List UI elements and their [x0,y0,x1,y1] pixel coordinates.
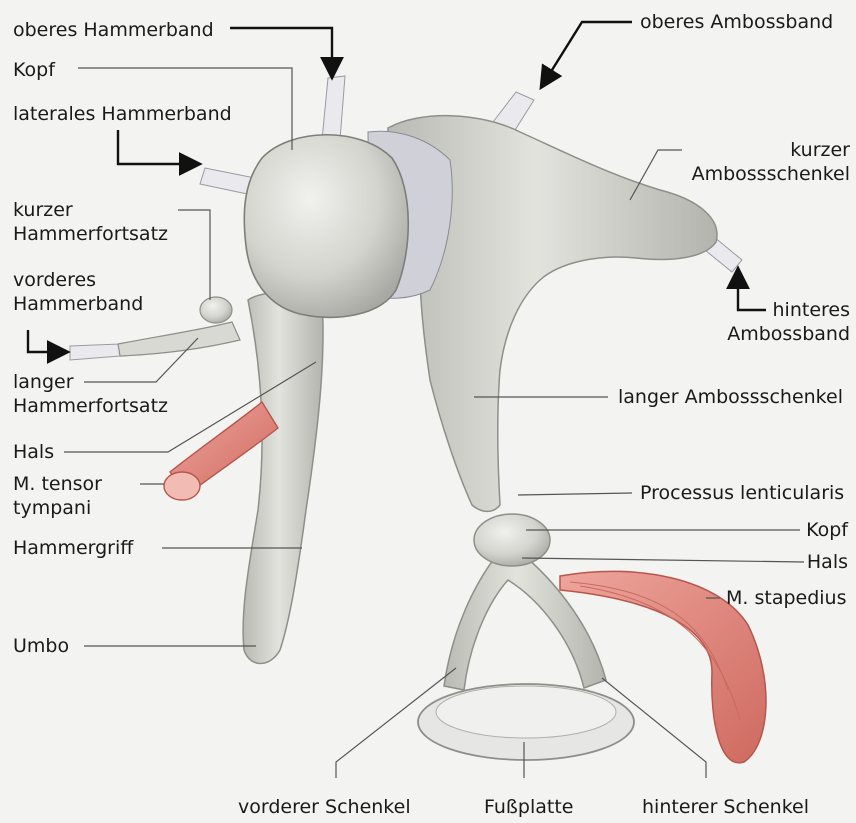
label-langer-hammerfortsatz-1: langer [13,370,74,394]
label-kurzer-ambossschenkel-1: kurzer [680,138,850,162]
label-fussplatte: Fußplatte [484,795,573,819]
arrow-oberes-ambossband [542,22,632,86]
tensor-tympani-cut [164,472,200,500]
arrow-oberes-hammerband [230,28,332,76]
label-hals-steigbuegel: Hals [760,550,848,574]
superior-malleal-ligament [322,76,345,140]
malleus-handle [243,293,323,664]
label-processus-lenticularis: Processus lenticularis [640,481,844,505]
label-m-tensor-1: M. tensor [13,472,102,496]
label-hammergriff: Hammergriff [13,536,133,560]
label-oberes-hammerband: oberes Hammerband [13,18,214,42]
arrow-laterales-hammerband [118,130,198,164]
label-hals-hammer: Hals [13,440,54,464]
label-kopf-hammer: Kopf [13,58,55,82]
label-vorderes-hammerband-2: Hammerband [13,292,143,316]
label-kurzer-hammerfortsatz-2: Hammerfortsatz [13,222,168,246]
label-hinteres-ambossband-1: hinteres [700,298,850,322]
label-kurzer-ambossschenkel-2: Ambossschenkel [680,162,850,186]
label-umbo: Umbo [13,634,69,658]
label-hinteres-ambossband-2: Ambossband [700,322,850,346]
label-kurzer-hammerfortsatz-1: kurzer [13,198,73,222]
malleus-anterior-process [118,322,240,356]
label-oberes-ambossband: oberes Ambossband [640,10,833,34]
arrow-vorderes-hammerband [28,330,66,352]
footplate-surface [436,686,616,738]
label-m-tensor-2: tympani [13,496,91,520]
label-vorderes-hammerband-1: vorderes [13,268,96,292]
label-langer-ambossschenkel: langer Ambossschenkel [618,385,843,409]
label-vorderer-schenkel: vorderer Schenkel [238,795,411,819]
label-laterales-hammerband: laterales Hammerband [13,102,232,126]
label-m-stapedius: M. stapedius [726,586,847,610]
anterior-malleal-ligament [70,344,120,360]
malleus-head [244,135,408,318]
label-langer-hammerfortsatz-2: Hammerfortsatz [13,394,168,418]
malleus-short-process [200,297,232,323]
label-kopf-steigbuegel: Kopf [760,518,848,542]
label-hinterer-schenkel: hinterer Schenkel [642,795,809,819]
